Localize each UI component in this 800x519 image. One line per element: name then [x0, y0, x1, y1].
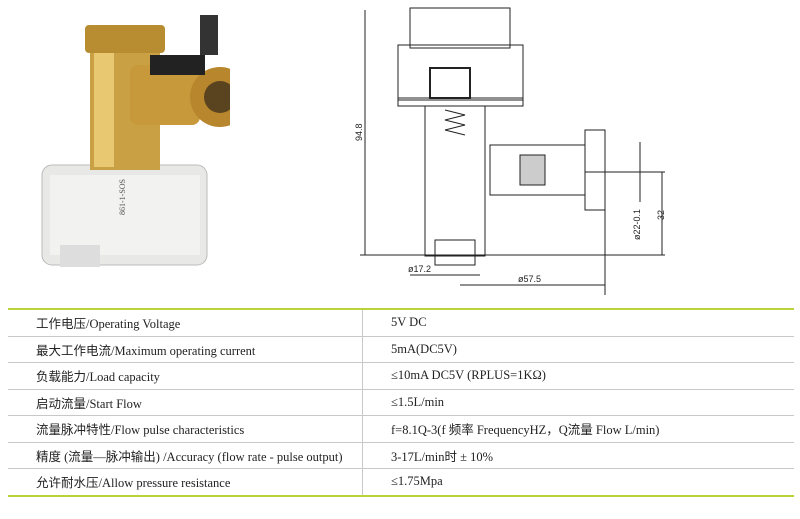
spec-row: 允许耐水压/Allow pressure resistance ≤1.75Mpa	[8, 468, 794, 496]
spec-label: 启动流量/Start Flow	[8, 389, 363, 416]
product-photo: 861-1-SOS	[41, 15, 230, 267]
spec-value: f=8.1Q-3(f 频率 FrequencyHZ，Q流量 Flow L/min…	[362, 415, 794, 443]
spec-value: ≤1.75Mpa	[391, 474, 443, 489]
spec-row: 精度 (流量—脉冲输出) /Accuracy (flow rate - puls…	[8, 442, 794, 469]
dim-outlet: ø22-0.1	[632, 209, 642, 240]
spec-label: 工作电压/Operating Voltage	[8, 309, 363, 337]
spec-label: 流量脉冲特性/Flow pulse characteristics	[8, 415, 363, 443]
spec-value: 5mA(DC5V)	[362, 336, 794, 363]
spec-value: 3-17L/min时 ± 10%	[362, 442, 794, 469]
dim-inlet: ø17.2	[408, 264, 431, 274]
spec-label: 精度 (流量—脉冲输出) /Accuracy (flow rate - puls…	[8, 442, 363, 469]
spec-label: 负载能力/Load capacity	[8, 362, 363, 390]
spec-value: ≤10mA DC5V (RPLUS=1KΩ)	[362, 362, 794, 390]
spec-label: 最大工作电流/Maximum operating current	[8, 336, 363, 363]
photo-label: 861-1-SOS	[118, 179, 127, 215]
dim-height: 94.8	[354, 123, 364, 141]
spec-value: 5V DC	[362, 309, 794, 337]
spec-row: 启动流量/Start Flow≤1.5L/min	[8, 389, 794, 416]
dim-offset: 32	[656, 210, 666, 220]
spec-label: 允许耐水压/Allow pressure resistance	[8, 468, 363, 496]
spec-value: ≤1.5L/min	[362, 389, 794, 416]
technical-drawing: 94.8 ø17.2 ø57.5 ø22-0.1 32	[354, 7, 666, 295]
spec-row: 负载能力/Load capacity≤10mA DC5V (RPLUS=1KΩ)	[8, 362, 794, 390]
dim-width: ø57.5	[518, 274, 541, 284]
